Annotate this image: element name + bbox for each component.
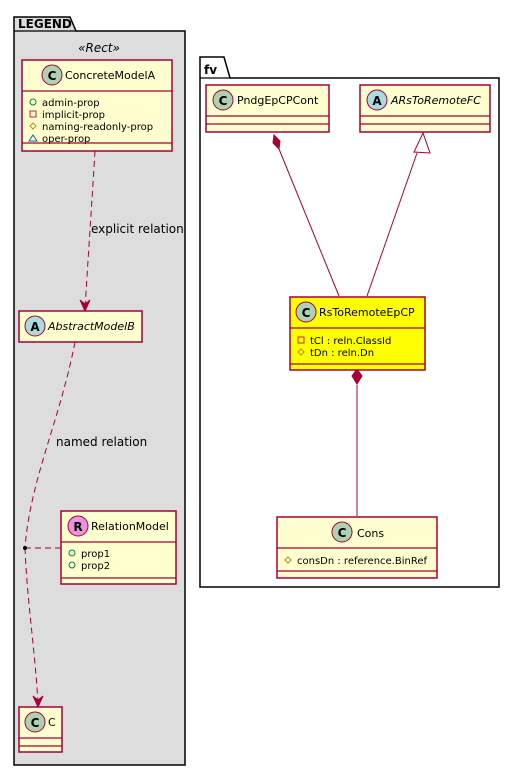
named-relation-edge: named relation (23, 341, 147, 709)
private-square-icon (29, 110, 37, 118)
class-badge-icon: C (295, 301, 317, 323)
class-name: RelationModel (91, 520, 169, 533)
class-pndg-ep-cp-cont: C PndgEpCPCont (205, 84, 330, 133)
protected-diamond-icon (284, 556, 292, 564)
explicit-relation-label: explicit relation (91, 222, 184, 236)
class-name: PndgEpCPCont (237, 94, 319, 107)
class-c: C C (18, 706, 63, 753)
class-name: ConcreteModelA (65, 69, 156, 82)
named-relation-label: named relation (56, 435, 147, 449)
class-badge-icon: C (24, 711, 46, 733)
abstract-badge-icon: A (24, 315, 46, 337)
svg-text:C: C (302, 306, 311, 320)
class-name: AbstractModelB (47, 320, 135, 333)
public-circle-icon (68, 561, 76, 569)
protected-diamond-icon (29, 122, 37, 130)
class-rs-to-remote-ep-cp: C RsToRemoteEpCP tCl : reln.ClassId tDn … (289, 296, 426, 371)
attribute-text: prop1 (81, 549, 110, 560)
class-badge-icon: C (331, 521, 353, 543)
class-relation-model: R RelationModel prop1 prop2 (60, 510, 177, 585)
class-abstract-model-b: A AbstractModelB (18, 310, 143, 343)
public-circle-icon (29, 98, 37, 106)
attribute-text: admin-prop (42, 98, 100, 109)
cons-composition-edge (351, 368, 363, 516)
pndg-composition-edge (272, 133, 340, 297)
attribute-text: tCl : reln.ClassId (310, 336, 391, 347)
class-name: C (48, 716, 56, 729)
private-square-icon (297, 336, 305, 344)
svg-text:A: A (372, 94, 382, 108)
legend-title: LEGEND (18, 17, 72, 31)
public-circle-icon (68, 549, 76, 557)
svg-text:R: R (73, 520, 82, 534)
fv-title: fv (204, 63, 217, 77)
svg-text:C: C (48, 69, 57, 83)
class-name: Cons (357, 527, 384, 540)
attribute-text: prop2 (81, 561, 110, 572)
attribute-text: oper-prop (42, 134, 90, 145)
attribute-text: naming-readonly-prop (42, 122, 153, 133)
class-name: RsToRemoteEpCP (319, 306, 415, 319)
class-badge-icon: C (212, 89, 234, 111)
svg-text:C: C (31, 716, 40, 730)
class-concrete-model-a: C ConcreteModelA admin-prop implicit-pro… (21, 59, 173, 152)
protected-diamond-icon (297, 348, 305, 356)
class-ars-to-remote-fc: A ARsToRemoteFC (359, 84, 491, 133)
relation-badge-icon: R (67, 515, 89, 537)
generalization-edge (366, 131, 431, 297)
attribute-text: consDn : reference.BinRef (297, 556, 427, 567)
svg-text:A: A (30, 320, 40, 334)
svg-text:C: C (219, 94, 228, 108)
attribute-text: implicit-prop (42, 110, 105, 121)
explicit-relation-edge: explicit relation (79, 150, 184, 313)
abstract-badge-icon: A (366, 89, 388, 111)
legend-stereotype: «Rect» (78, 41, 120, 55)
class-badge-icon: C (41, 64, 63, 86)
class-name: ARsToRemoteFC (390, 94, 481, 107)
svg-text:C: C (338, 526, 347, 540)
attribute-text: tDn : reln.Dn (310, 348, 374, 359)
class-cons: C Cons consDn : reference.BinRef (276, 516, 438, 579)
package-triangle-icon (28, 134, 38, 142)
